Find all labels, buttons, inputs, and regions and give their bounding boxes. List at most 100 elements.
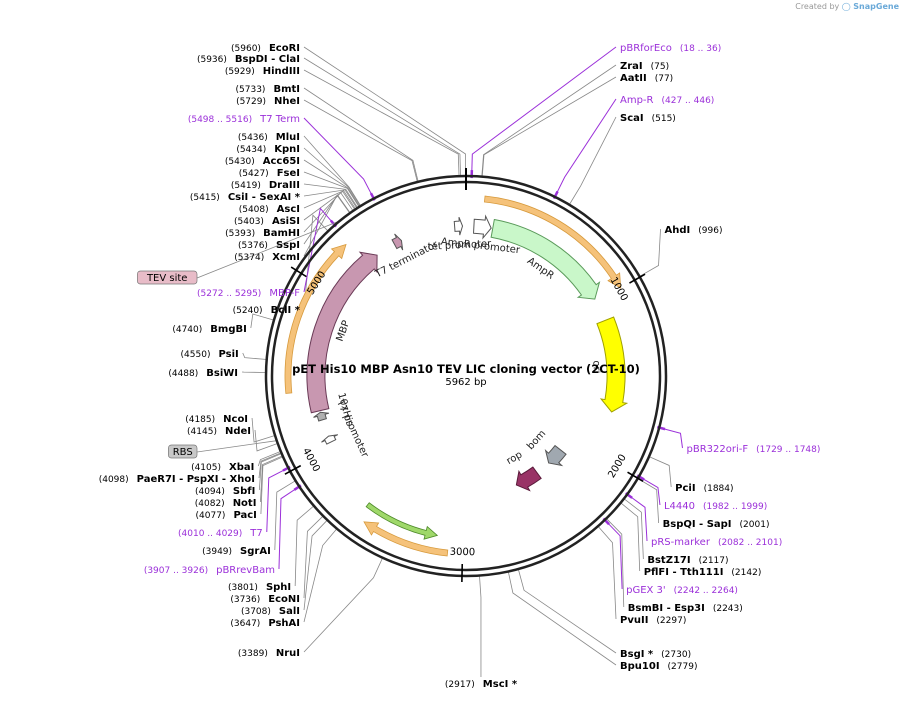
- enzyme-label-hindiii[interactable]: (5929)HindIII: [225, 66, 300, 77]
- enzyme-label-bsiwi[interactable]: (4488)BsiWI: [168, 368, 238, 379]
- site-position: (5415): [190, 193, 220, 203]
- enzyme-leader-ncoi: [251, 417, 275, 443]
- enzyme-label-mlui[interactable]: (5436)MluI: [238, 132, 300, 143]
- primer-label-t7[interactable]: (4010 .. 4029)T7: [178, 528, 263, 539]
- enzyme-label-nrui[interactable]: (3389)NruI: [238, 648, 300, 659]
- enzyme-label-econi[interactable]: (3736)EcoNI: [230, 594, 300, 605]
- enzyme-label-bmgbi[interactable]: (4740)BmgBI: [172, 324, 246, 335]
- site-name: L4440: [664, 501, 695, 512]
- feature-t7-promoter[interactable]: [321, 434, 339, 445]
- enzyme-label-xbai[interactable]: (4105)XbaI: [191, 462, 254, 473]
- enzyme-label-psii[interactable]: (4550)PsiI: [181, 349, 239, 360]
- badge-tev-site[interactable]: [137, 270, 198, 285]
- enzyme-label-fsei[interactable]: (5427)FseI: [239, 168, 300, 179]
- tick-4000: [284, 464, 302, 475]
- enzyme-label-scai[interactable]: ScaI(515): [620, 113, 676, 124]
- enzyme-leader-psii: [242, 352, 266, 360]
- primer-label-amp-r[interactable]: Amp-R(427 .. 446): [620, 95, 714, 106]
- enzyme-label-sbfi[interactable]: (4094)SbfI: [195, 486, 255, 497]
- enzyme-label-noti[interactable]: (4082)NotI: [195, 498, 257, 509]
- site-name: MluI: [276, 132, 300, 143]
- enzyme-label-bspqi-sapi[interactable]: BspQI - SapI(2001): [663, 519, 770, 530]
- enzyme-leader-xbai: [257, 451, 280, 467]
- enzyme-leader-pvuii: [598, 526, 617, 620]
- primer-leader-mbp-f: [303, 207, 335, 293]
- enzyme-label-pshai[interactable]: (3647)PshAI: [230, 618, 300, 629]
- primer-leader-t7-term: [303, 117, 374, 198]
- feature-tet-promoter[interactable]: [453, 216, 464, 236]
- enzyme-label-bcli[interactable]: (5240)BclI *: [233, 305, 301, 316]
- enzyme-label-ncoi[interactable]: (4185)NcoI: [185, 414, 248, 425]
- enzyme-leader-msci: [479, 576, 482, 677]
- badge-rbs[interactable]: [168, 444, 198, 459]
- enzyme-label-sgrai[interactable]: (3949)SgrAI: [202, 546, 271, 557]
- feature-label-ori: ori: [590, 360, 602, 374]
- primer-label-pbrrevbam[interactable]: (3907 .. 3926)pBRrevBam: [144, 565, 275, 576]
- feature-ori[interactable]: [596, 316, 629, 413]
- site-position: (5374): [234, 253, 264, 263]
- primer-label-pgex-3[interactable]: pGEX 3'(2242 .. 2264): [626, 585, 738, 596]
- enzyme-label-sspi[interactable]: (5376)SspI: [238, 240, 300, 251]
- enzyme-label-bstz17i[interactable]: BstZ17I(2117): [647, 555, 728, 566]
- primer-leader-pbr322ori-f: [660, 427, 683, 449]
- site-name: ScaI: [620, 113, 644, 124]
- primer-label-prs-marker[interactable]: pRS-marker(2082 .. 2101): [651, 537, 782, 548]
- enzyme-label-bmti[interactable]: (5733)BmtI: [236, 84, 300, 95]
- enzyme-label-asisi[interactable]: (5403)AsiSI: [234, 216, 300, 227]
- enzyme-label-asci[interactable]: (5408)AscI: [239, 204, 300, 215]
- primer-label-pbrforeco[interactable]: pBRforEco(18 .. 36): [620, 43, 721, 54]
- enzyme-leader-bsgi: [518, 569, 617, 654]
- site-position: (4094): [195, 487, 225, 497]
- site-position: (4082): [195, 499, 225, 509]
- tick-2000: [627, 471, 644, 483]
- enzyme-label-bspdi-clai[interactable]: (5936)BspDI - ClaI: [197, 54, 300, 65]
- enzyme-label-pcii[interactable]: PciI(1884): [675, 483, 733, 494]
- feature-mbp[interactable]: [306, 251, 378, 414]
- site-name: BspDI - ClaI: [235, 54, 300, 65]
- primer-label-t7-term[interactable]: (5498 .. 5516)T7 Term: [188, 114, 300, 125]
- feature-ampr-promoter[interactable]: [473, 214, 492, 240]
- tick-label-1000: 1000: [607, 275, 629, 303]
- enzyme-label-bsmbi-esp3i[interactable]: BsmBI - Esp3I(2243): [628, 603, 743, 614]
- enzyme-leader-aatii: [481, 76, 617, 176]
- primer-label-l4440[interactable]: L4440 (1982 .. 1999): [664, 501, 767, 512]
- tick-5000: [290, 266, 307, 278]
- site-name: BsiWI: [206, 368, 238, 379]
- primer-label-pbr322ori-f[interactable]: pBR322ori-F(1729 .. 1748): [686, 444, 820, 455]
- site-position: (427 .. 446): [662, 96, 715, 106]
- tick-label-3000: 3000: [450, 547, 476, 559]
- enzyme-label-ndei[interactable]: (4145)NdeI: [187, 426, 251, 437]
- enzyme-label-pflfi-tth111i[interactable]: PflFI - Tth111I(2142): [644, 567, 762, 578]
- snapgene-credit: Created by ◯ SnapGene: [795, 2, 899, 11]
- feature-t7-terminator[interactable]: [391, 233, 404, 251]
- enzyme-label-pvuii[interactable]: PvuII(2297): [620, 615, 686, 626]
- enzyme-label-csii-sexai[interactable]: (5415)CsiI - SexAI *: [190, 192, 301, 203]
- enzyme-leader-asci: [303, 190, 356, 209]
- feature-bom[interactable]: [544, 444, 567, 467]
- enzyme-label-sali[interactable]: (3708)SalI: [241, 606, 300, 617]
- enzyme-leader-bstz17i: [624, 498, 644, 560]
- primer-label-mbp-f[interactable]: (5272 .. 5295)MBP-F: [197, 288, 300, 299]
- enzyme-label-kpni[interactable]: (5434)KpnI: [236, 144, 300, 155]
- enzyme-label-msci[interactable]: (2917)MscI *: [445, 679, 518, 690]
- feature-10xhis[interactable]: [313, 411, 330, 422]
- enzyme-label-draiii[interactable]: (5419)DraIII: [231, 180, 300, 191]
- enzyme-label-zrai[interactable]: ZraI(75): [620, 61, 669, 72]
- site-name: PaeR7I - PspXI - XhoI: [137, 474, 255, 485]
- enzyme-label-ahdi[interactable]: AhdI(996): [665, 225, 723, 236]
- enzyme-label-acc65i[interactable]: (5430)Acc65I: [225, 156, 300, 167]
- feature-rop[interactable]: [515, 466, 542, 492]
- enzyme-label-paer7i-pspxi-xhoi[interactable]: (4098)PaeR7I - PspXI - XhoI: [99, 474, 255, 485]
- enzyme-label-nhei[interactable]: (5729)NheI: [236, 96, 300, 107]
- enzyme-label-ecori[interactable]: (5960)EcoRI: [231, 43, 300, 54]
- enzyme-label-xcmi[interactable]: (5374)XcmI: [234, 252, 300, 263]
- enzyme-label-paci[interactable]: (4077)PacI: [196, 510, 257, 521]
- enzyme-label-aatii[interactable]: AatII(77): [620, 73, 673, 84]
- feature-ampr[interactable]: [490, 218, 601, 300]
- site-position: (1982 .. 1999): [703, 502, 767, 512]
- site-name: BamHI: [263, 228, 300, 239]
- enzyme-label-bsgi[interactable]: BsgI *(2730): [620, 649, 691, 660]
- enzyme-label-bamhi[interactable]: (5393)BamHI: [225, 228, 300, 239]
- enzyme-label-sphi[interactable]: (3801)SphI: [228, 582, 291, 593]
- enzyme-label-bpu10i[interactable]: Bpu10I(2779): [620, 661, 697, 672]
